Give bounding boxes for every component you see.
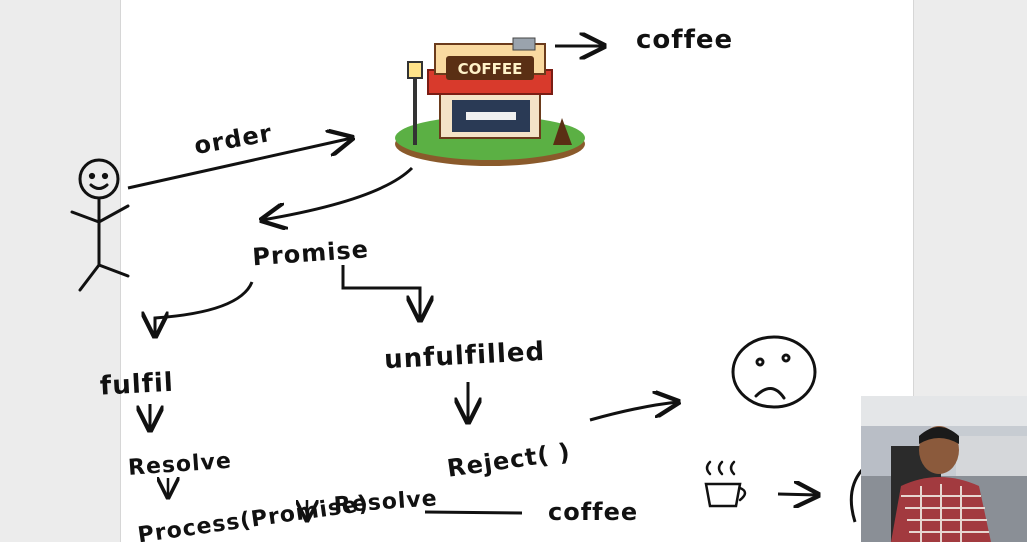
fulfil-label: fulfil [99,368,174,402]
webcam-video [861,396,1027,542]
cup-arrow [777,494,818,495]
reject-label: Reject( ) [445,438,572,483]
coffee-shop-icon: COFFEE [395,37,585,166]
resolve-to-coffee-line [424,510,523,515]
promise-to-fulfil-arrow [155,281,254,336]
promise-label: Promise [251,235,369,271]
reject-to-sad-arrow [589,402,678,422]
sad-face-icon [731,335,817,409]
shop-sign-text: COFFEE [458,60,523,78]
partial-shape [849,469,864,523]
unfulfilled-label: unfulfilled [383,337,545,375]
order-label: order [192,119,274,160]
coffee-top-label: coffee [636,25,733,55]
shop-to-promise-arrow [262,166,414,220]
order-arrow [127,138,352,190]
stick-figure-icon [70,158,130,292]
presenter-image [861,396,1027,542]
promise-to-unfulfilled-arrow [341,265,420,320]
coffee-cup-icon [704,460,747,508]
resolve-final-label: Resolve [333,486,438,518]
resolve-label: Resolve [127,449,232,481]
coffee-bottom-label: coffee [548,498,638,526]
